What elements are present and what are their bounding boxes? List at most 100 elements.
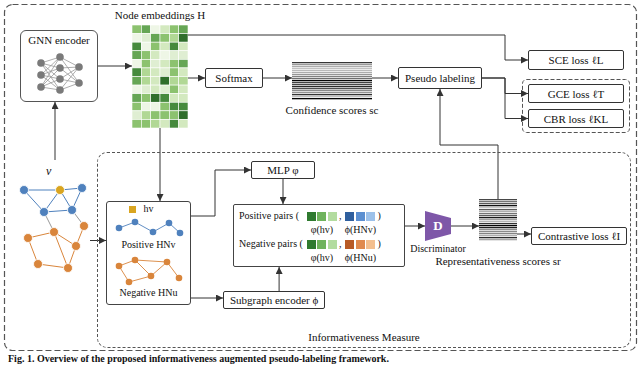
illustration-part — [479, 223, 517, 224]
illustration-part — [179, 42, 188, 51]
illustration-part — [135, 260, 151, 276]
illustration-part — [160, 94, 169, 103]
illustration-part — [141, 111, 150, 120]
process-box: Contrastive loss ℓI — [531, 227, 627, 245]
illustration-part — [141, 94, 150, 103]
illustration-part — [132, 102, 141, 111]
illustration-part — [292, 94, 372, 95]
illustration-part — [292, 68, 372, 69]
illustration-part — [292, 64, 372, 65]
illustration-part — [116, 225, 123, 232]
illustration-part — [132, 25, 141, 34]
discriminator-label: Discriminator — [410, 243, 466, 254]
illustration-part — [132, 51, 141, 60]
illustration-part — [151, 68, 160, 77]
illustration-part — [37, 83, 45, 91]
illustration-part — [141, 34, 150, 43]
process-box: Softmax — [205, 68, 263, 88]
text-holder: hv — [107, 203, 190, 215]
text-holder: Positive HNv — [107, 239, 190, 251]
text-holder: , — [339, 210, 342, 222]
illustration-part — [169, 94, 178, 103]
score-bar: Confidence scores sc — [292, 62, 372, 100]
illustration-part — [479, 209, 517, 210]
discriminator-shape: DDiscriminator — [425, 211, 451, 241]
pair-text: Negative pairs ( — [239, 238, 303, 249]
illustration-part — [160, 42, 169, 51]
illustration-part — [135, 260, 167, 262]
illustration-part — [78, 184, 87, 193]
illustration-part — [169, 25, 178, 34]
vector-swatch — [345, 240, 354, 249]
illustration-part — [132, 219, 139, 226]
loss-group-outline — [523, 80, 630, 133]
illustration-part — [40, 208, 49, 217]
illustration-part — [164, 259, 171, 266]
illustration-part — [160, 68, 169, 77]
illustration-part — [179, 51, 188, 60]
illustration-part — [169, 51, 178, 60]
connector-arrow — [188, 35, 528, 60]
outer-dashed-frame — [5, 5, 637, 351]
connector-arrow — [188, 78, 205, 79]
illustration-part — [179, 59, 188, 68]
module-region: Informativeness MeasureMLP φhvPositive H… — [97, 152, 631, 348]
illustration-part — [169, 34, 178, 43]
illustration-part — [479, 235, 517, 236]
illustration-part — [179, 119, 188, 128]
illustration-part — [160, 119, 169, 128]
illustration-part — [151, 77, 160, 86]
illustration-part — [141, 25, 150, 34]
vector-swatch — [307, 240, 316, 249]
encoder-label: GNN encoder — [28, 34, 89, 46]
illustration-part — [292, 66, 372, 67]
illustration-part — [479, 227, 517, 228]
illustration-part — [292, 88, 372, 89]
illustration-part — [179, 25, 188, 34]
text-holder: ϕ(HNv) — [345, 224, 376, 236]
box-label: SCE loss ℓL — [549, 54, 604, 66]
illustration-part — [129, 276, 151, 282]
connector-arrow — [90, 240, 106, 241]
score-label: Confidence scores sc — [286, 104, 379, 116]
process-box: Subgraph encoder ϕ — [223, 291, 325, 309]
box-label: Contrastive loss ℓI — [538, 230, 620, 242]
illustration-part — [179, 77, 188, 86]
illustration-part — [132, 119, 141, 128]
text-holder: ) — [377, 238, 380, 250]
illustration-part — [116, 263, 123, 270]
illustration-part — [160, 85, 169, 94]
illustration-part — [141, 77, 150, 86]
illustration-part — [176, 275, 183, 282]
illustration-part — [126, 279, 133, 286]
illustration-part — [132, 111, 141, 120]
illustration-part — [141, 102, 150, 111]
illustration-part — [177, 230, 184, 237]
illustration-part — [479, 217, 517, 218]
illustration — [10, 160, 90, 280]
illustration-part — [292, 62, 372, 63]
illustration-part — [132, 34, 141, 43]
vector-swatch — [356, 240, 365, 249]
illustration-part — [141, 51, 150, 60]
pair-part-label: φ(hv) — [311, 224, 333, 235]
box-label: MLP φ — [267, 164, 298, 176]
pair-text: Positive pairs ( — [239, 210, 299, 221]
illustration-part — [80, 222, 89, 231]
illustration-part — [292, 70, 372, 71]
text-holder: φ(hv) — [311, 252, 333, 264]
illustration-part — [479, 219, 517, 220]
illustration-part — [179, 34, 188, 43]
illustration-part — [292, 78, 372, 79]
connector-arrow — [263, 78, 292, 79]
connector-arrow — [451, 226, 479, 227]
connector-arrow — [517, 234, 531, 235]
illustration-part — [479, 211, 517, 212]
illustration-part — [169, 119, 178, 128]
illustration-part — [292, 82, 372, 83]
illustration-part — [132, 94, 141, 103]
node-name: v — [46, 164, 51, 178]
illustration-part — [479, 203, 517, 204]
subgraph-sampler: hvPositive HNvNegative HNu — [106, 201, 191, 305]
